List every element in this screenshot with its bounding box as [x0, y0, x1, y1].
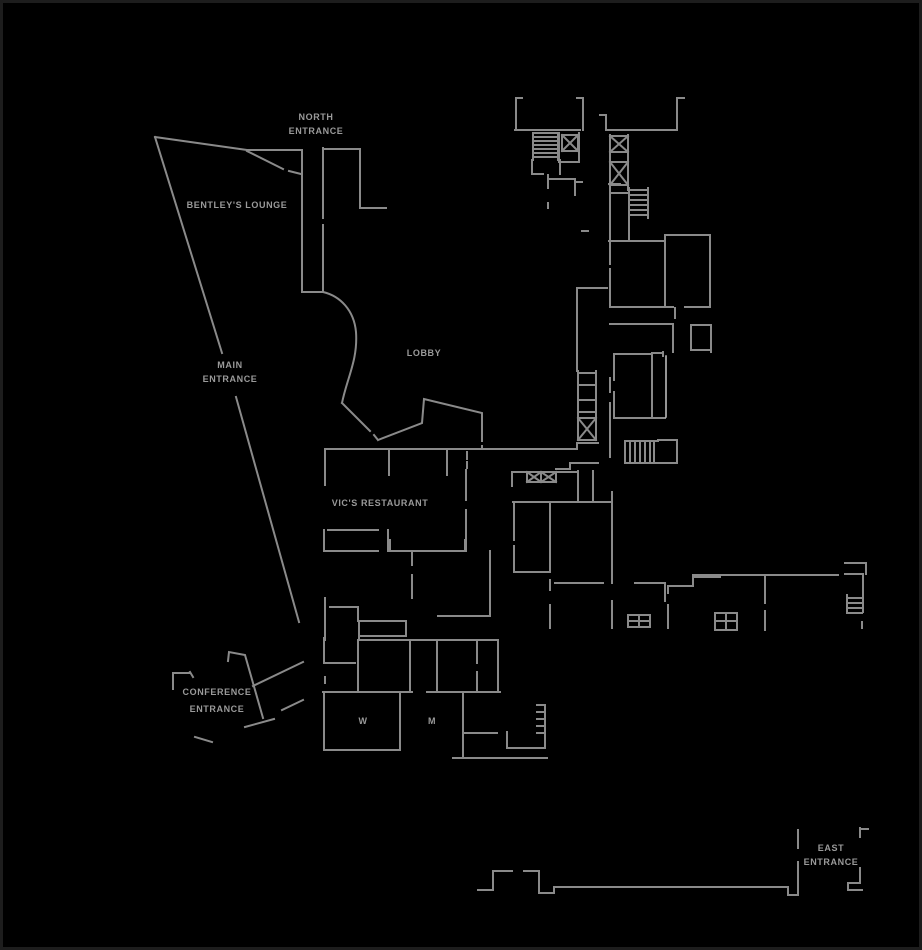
- lobby-curve-and-reception-walls: [321, 290, 483, 450]
- east-rooms-walls: [576, 234, 712, 372]
- west-core-stairs-icon: [532, 132, 559, 161]
- east-core-stairs-icon: [628, 187, 649, 219]
- table-icons: [627, 612, 738, 631]
- label-vics-restaurant: VIC'S RESTAURANT: [332, 496, 429, 510]
- elevator-icons: [525, 133, 630, 484]
- west-core-walls: [514, 97, 589, 232]
- restaurant-walls: [322, 448, 578, 693]
- label-line: W: [358, 716, 368, 726]
- label-restroom-men: M: [428, 714, 436, 728]
- restrooms-walls: [323, 692, 548, 759]
- label-lobby: LOBBY: [407, 346, 442, 360]
- long-corridor-walls: [692, 562, 867, 631]
- east-stairs-icon: [846, 594, 863, 614]
- label-line: M: [427, 716, 437, 726]
- conference-walls: [172, 650, 305, 744]
- label-line: BENTLEY'S LOUNGE: [186, 200, 288, 210]
- label-main-entrance: MAIN ENTRANCE: [203, 358, 258, 386]
- label-line: NORTH: [298, 112, 334, 122]
- center-core-stairs-icon: [624, 439, 678, 464]
- restroom-stairs-icon: [536, 704, 546, 734]
- label-line: EAST: [817, 843, 845, 853]
- south-rooms-walls: [513, 501, 721, 629]
- label-line: ENTRANCE: [202, 374, 258, 384]
- label-line: ENTRANCE: [189, 704, 245, 714]
- label-line: CONFERENCE: [182, 687, 252, 697]
- label-restroom-women: W: [358, 714, 367, 728]
- corridor-walls: [511, 442, 613, 503]
- boundary-walls: [477, 827, 869, 896]
- label-line: MAIN: [217, 360, 243, 370]
- north-entrance-walls: [322, 147, 387, 293]
- label-north-entrance: NORTH ENTRANCE: [289, 110, 344, 138]
- label-line: ENTRANCE: [803, 857, 859, 867]
- label-line: LOBBY: [406, 348, 442, 358]
- label-bentleys-lounge: BENTLEY'S LOUNGE: [187, 198, 288, 212]
- label-line: VIC'S RESTAURANT: [331, 498, 429, 508]
- outer-west-walls: [153, 135, 324, 624]
- label-east-entrance: EAST ENTRANCE: [804, 841, 859, 869]
- label-line: ENTRANCE: [288, 126, 344, 136]
- east-core-walls: [599, 97, 685, 308]
- label-conference-entrance: CONFERENCE ENTRANCE: [182, 684, 251, 718]
- center-core-walls: [555, 351, 666, 470]
